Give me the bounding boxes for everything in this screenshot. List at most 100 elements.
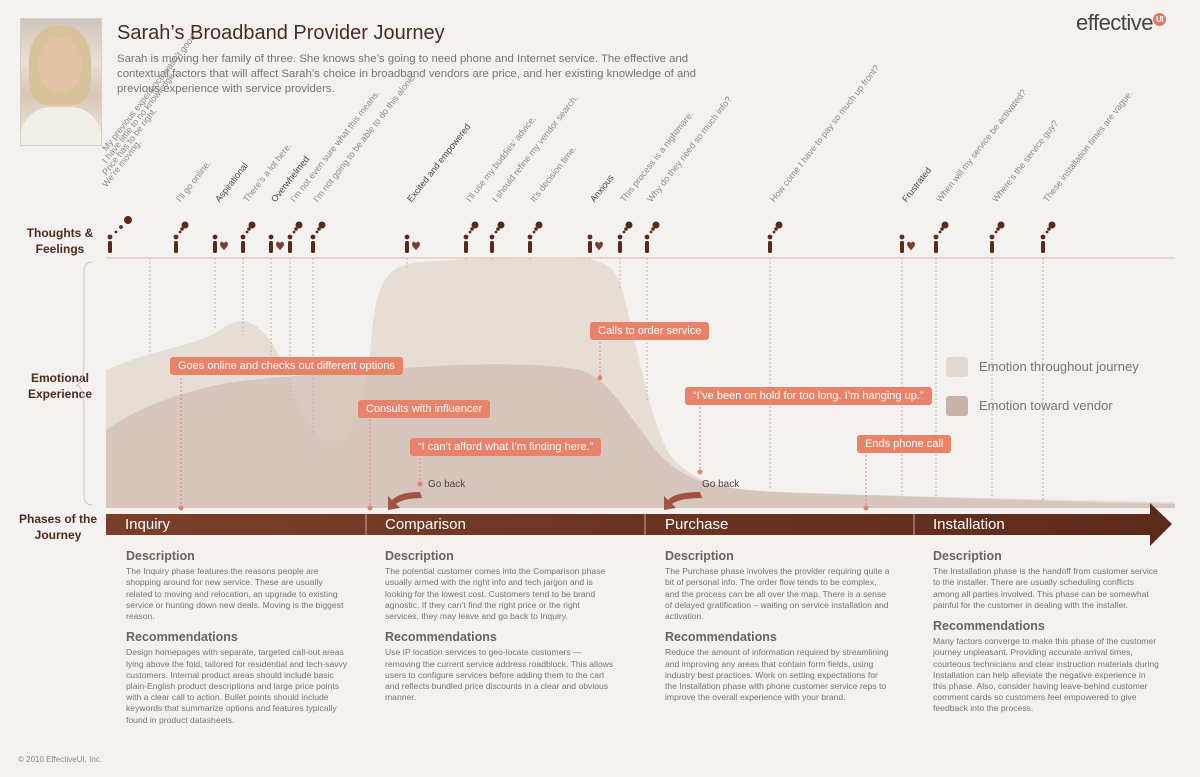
thought-bubble-dot: [245, 230, 249, 234]
thought-bubble-icon: [941, 221, 949, 229]
person-head: [989, 234, 995, 240]
heart-icon: [595, 241, 603, 251]
person-marker: [464, 241, 468, 253]
thought-bubble-icon: [248, 221, 256, 229]
thought-bubble-dot: [468, 230, 472, 234]
person-marker: [1041, 241, 1045, 253]
phase-column-purchase: Description The Purchase phase involves …: [665, 550, 891, 713]
callout-goes-online: Goes online and checks out different opt…: [170, 357, 403, 375]
recommendations-heading: Recommendations: [665, 630, 777, 645]
go-back-arrow-2: [664, 492, 702, 510]
thought-bubble-dot: [651, 227, 655, 231]
thought-bubble-dot: [649, 230, 653, 234]
thought-bubble-dot: [938, 230, 942, 234]
person-head: [404, 234, 410, 240]
description-heading: Description: [933, 549, 1002, 563]
thought-bubble-dot: [624, 227, 628, 231]
person-head: [287, 234, 293, 240]
callout-cant-afford: “I can’t afford what I’m finding here.”: [410, 438, 602, 456]
thought-bubble-dot: [774, 227, 778, 231]
person-head: [107, 234, 113, 240]
heart-icon: [276, 241, 284, 251]
phase-column-inquiry: Description The Inquiry phase features t…: [126, 549, 348, 736]
person-marker: [618, 241, 622, 253]
heart-icon: [412, 241, 420, 251]
person-marker: [490, 241, 494, 253]
person-marker: [990, 241, 994, 253]
phase-name-purchase: Purchase: [665, 516, 729, 533]
intro-text: Sarah is moving her family of three. She…: [117, 53, 696, 95]
thought-bubble-dot: [940, 227, 944, 231]
thought-bubble-dot: [180, 227, 184, 231]
thought-bubble-dot: [470, 227, 474, 231]
person-head: [268, 234, 274, 240]
thought-bubble-icon: [1048, 221, 1056, 229]
callout-calls-to-order: Calls to order service: [590, 322, 710, 340]
thought-bubble-dot: [114, 230, 118, 234]
person-head: [310, 234, 316, 240]
thought-bubble-icon: [318, 221, 326, 229]
recommendations-text: Many factors converge to make this phase…: [933, 636, 1159, 714]
thought-bubble-icon: [497, 221, 505, 229]
recommendations-heading: Recommendations: [126, 630, 238, 645]
person-head: [617, 234, 623, 240]
thought-bubble-dot: [294, 227, 298, 231]
description-heading: Description: [126, 549, 195, 563]
callout-on-hold: “I’ve been on hold for too long. I’m han…: [685, 387, 932, 405]
page-title: Sarah’s Broadband Provider Journey: [117, 22, 445, 44]
thought-markers: [107, 216, 1056, 253]
thought-bubble-icon: [652, 221, 660, 229]
thought-bubble-icon: [471, 221, 479, 229]
copyright: © 2010 EffectiveUI, Inc.: [18, 755, 103, 764]
thought-bubble-dot: [1045, 230, 1049, 234]
logo-badge: UI: [1153, 12, 1167, 26]
thought-bubble-icon: [625, 221, 633, 229]
person-head: [173, 234, 179, 240]
person-marker: [269, 241, 273, 253]
thought-bubble-dot: [315, 230, 319, 234]
person-marker: [900, 241, 904, 253]
description-text: The Purchase phase involves the provider…: [665, 566, 890, 622]
thought-bubble-dot: [534, 227, 538, 231]
recommendations-text: Reduce the amount of information require…: [665, 647, 889, 703]
go-back-arrow-1: [388, 492, 422, 510]
phase-column-comparison: Description The potential customer comes…: [385, 549, 615, 713]
phase-name-comparison: Comparison: [385, 516, 466, 533]
person-head: [212, 234, 218, 240]
sarah-photo: [20, 18, 102, 146]
row-label-phases: Phases of the Journey: [18, 512, 98, 542]
description-text: The potential customer comes into the Co…: [385, 566, 606, 622]
phase-name-installation: Installation: [933, 516, 1005, 533]
person-head: [587, 234, 593, 240]
thought-bubble-dot: [1047, 227, 1051, 231]
thought-bubble-dot: [292, 230, 296, 234]
thought-bubble-icon: [295, 221, 303, 229]
logo-text: effective: [1076, 10, 1154, 35]
thought-bubble-icon: [997, 221, 1005, 229]
journey-arrow: [106, 503, 1172, 546]
person-head: [767, 234, 773, 240]
heart-icon: [220, 241, 228, 251]
go-back-label-2: Go back: [702, 479, 740, 490]
phase-name-inquiry: Inquiry: [125, 516, 171, 533]
person-head: [527, 234, 533, 240]
thought-bubble-dot: [532, 230, 536, 234]
person-marker: [213, 241, 217, 253]
thought-bubble-dot: [317, 227, 321, 231]
description-text: The Inquiry phase features the reasons p…: [126, 566, 344, 622]
thought-bubble-icon: [535, 221, 543, 229]
description-heading: Description: [385, 549, 454, 563]
legend-label-journey: Emotion throughout journey: [979, 359, 1139, 374]
go-back-label-1: Go back: [428, 479, 466, 490]
row-label-emotion: Emotional Experience: [27, 371, 93, 401]
thought-bubble-icon: [775, 221, 783, 229]
thought-bubble-dot: [772, 230, 776, 234]
thought-bubble-dot: [247, 227, 251, 231]
phase-column-installation: Description The Installation phase is th…: [933, 549, 1159, 725]
person-marker: [174, 241, 178, 253]
person-head: [899, 234, 905, 240]
person-marker: [311, 241, 315, 253]
thought-bubble-dot: [994, 230, 998, 234]
thought-bubble-dot: [119, 225, 123, 229]
